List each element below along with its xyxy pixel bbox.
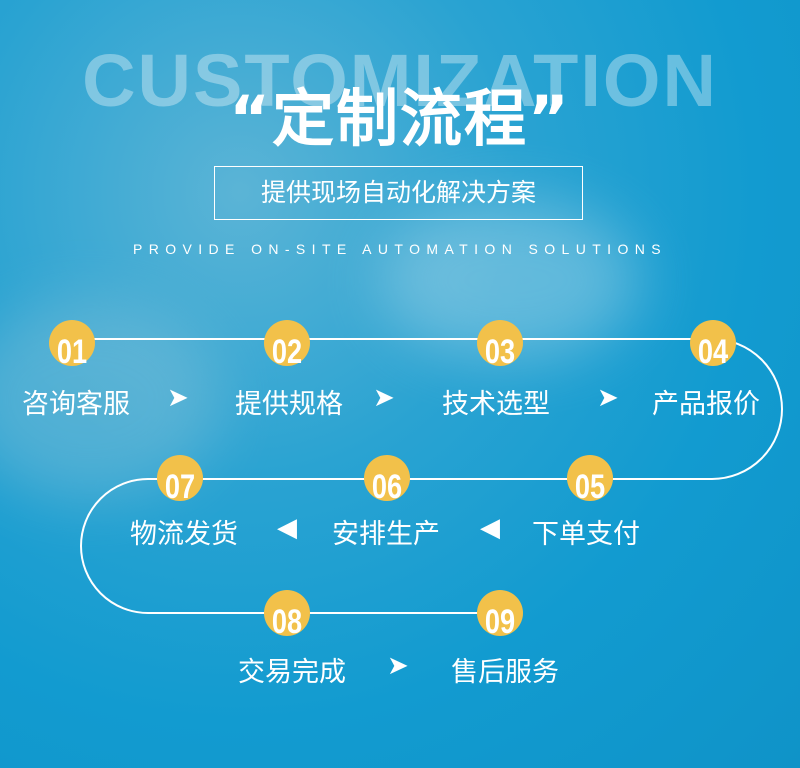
step-number: 05 [574,468,606,506]
step-number: 04 [697,333,729,371]
subtitle-box: 提供现场自动化解决方案 [214,166,583,220]
step-label: 产品报价 [652,389,760,420]
step-circle [690,320,736,366]
step-label: 售后服务 [451,657,559,688]
step-label: 物流发货 [130,519,238,550]
step-label: 下单支付 [532,519,640,550]
step-circle [49,320,95,366]
step-circle [157,455,203,501]
step-circle [567,455,613,501]
step-label: 安排生产 [332,519,440,550]
subtitle-en: PROVIDE ON-SITE AUTOMATION SOLUTIONS [132,241,668,257]
arrow-right-icon: ➤ [387,651,409,681]
arrow-left-icon: ◀ [277,513,297,543]
step-label: 交易完成 [238,657,346,688]
step-circle [477,320,523,366]
step-circle [264,590,310,636]
arrow-right-icon: ➤ [373,383,395,413]
step-number: 08 [271,603,303,641]
background-title: CUSTOMIZATION [82,39,718,122]
step-label: 技术选型 [442,389,550,420]
arrow-left-icon: ◀ [480,513,500,543]
step-number: 06 [371,468,403,506]
arrow-right-icon: ➤ [597,383,619,413]
step-label: 提供规格 [235,389,343,420]
step-number: 09 [484,603,516,641]
step-number: 02 [271,333,303,371]
step-circle [477,590,523,636]
step-number: 03 [484,333,516,371]
step-label: 咨询客服 [22,389,130,420]
step-circle [264,320,310,366]
arrow-right-icon: ➤ [167,383,189,413]
page-title: “定制流程” [229,82,571,155]
step-circle [364,455,410,501]
step-number: 01 [56,333,88,371]
step-number: 07 [164,468,196,506]
